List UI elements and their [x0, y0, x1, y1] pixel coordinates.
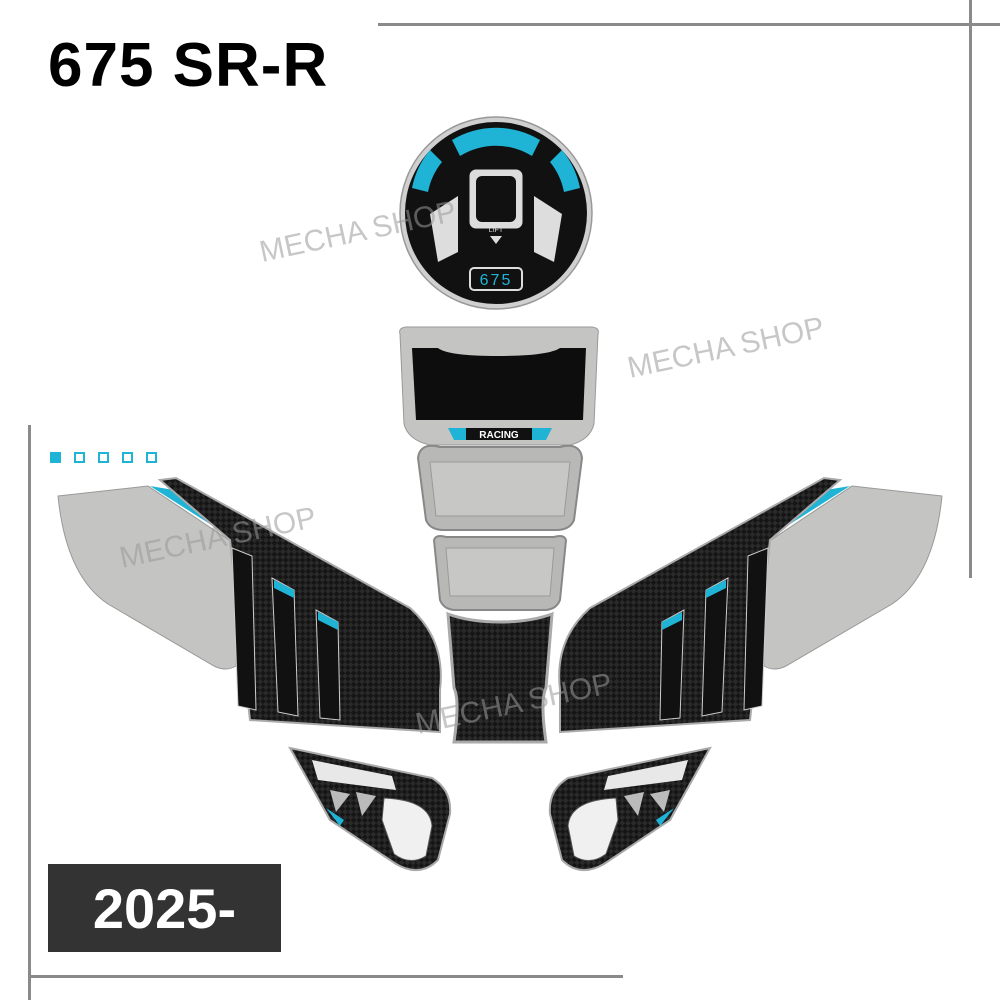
swatch-4	[122, 452, 133, 463]
frame-line-bottom	[28, 975, 623, 978]
knee-pad-right-decal	[548, 746, 712, 871]
watermark-2: MECHA SHOP	[625, 311, 828, 385]
cap-number-label: 675	[480, 272, 513, 289]
year-badge: 2025-	[48, 864, 281, 952]
frame-line-right	[969, 0, 972, 578]
year-label: 2025-	[92, 876, 237, 940]
swatch-3	[98, 452, 109, 463]
color-swatches	[50, 452, 157, 463]
product-title: 675 SR-R	[48, 31, 329, 100]
side-pad-right-decal	[558, 476, 943, 734]
tank-pad-middle-decal	[416, 444, 584, 531]
side-pad-left-decal	[57, 476, 442, 734]
fuel-cap-decal: 675 LIFT	[399, 116, 593, 310]
lift-label: LIFT	[489, 227, 504, 234]
swatch-5	[146, 452, 157, 463]
carbon-center-decal	[446, 611, 554, 744]
tank-pad-top-decal: RACING	[399, 326, 599, 446]
swatch-1	[50, 452, 61, 463]
swatch-2	[74, 452, 85, 463]
frame-line-top	[378, 23, 1000, 26]
frame-line-left	[28, 425, 31, 1000]
tank-pad-lower-decal	[432, 535, 568, 611]
knee-pad-left-decal	[288, 746, 452, 871]
racing-label: RACING	[479, 430, 519, 441]
